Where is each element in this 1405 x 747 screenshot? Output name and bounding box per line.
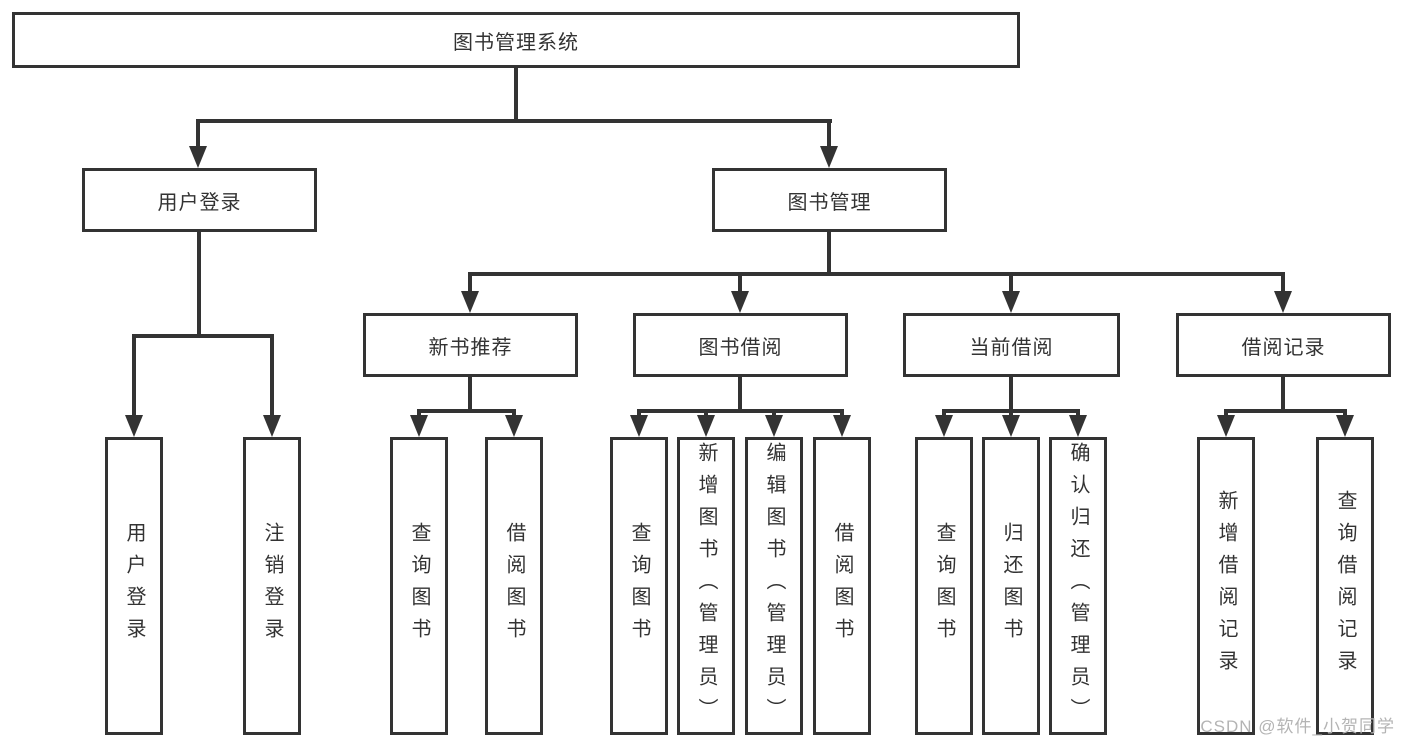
node-current-borrow: 当前借阅 <box>903 313 1120 377</box>
node-book-borrow: 图书借阅 <box>633 313 848 377</box>
arrowhead-down-icon <box>410 415 428 437</box>
node-leaf-query-borrow-record: 查询借阅记录 <box>1316 437 1374 735</box>
arrowhead-down-icon <box>189 146 207 168</box>
node-leaf-borrow-books: 借阅图书 <box>485 437 543 735</box>
arrowhead-down-icon <box>833 415 851 437</box>
arrowhead-down-icon <box>125 415 143 437</box>
leaf-label: 借阅图书 <box>831 522 853 650</box>
node-borrow-records-label: 借阅记录 <box>1241 336 1326 359</box>
arrowhead-down-icon <box>263 415 281 437</box>
leaf-label: 查询图书 <box>628 522 650 650</box>
connector-recommend-horizontal <box>417 409 516 413</box>
arrowhead-down-icon <box>765 415 783 437</box>
arrowhead-down-icon <box>731 291 749 313</box>
connector-borrow-vertical <box>738 377 742 413</box>
leaf-label: 确认归还（管理员） <box>1067 442 1089 730</box>
node-book-management-label: 图书管理 <box>787 191 872 214</box>
connector-userlogin-vertical <box>197 232 201 338</box>
node-user-login-label: 用户登录 <box>157 191 242 214</box>
connector-level3-horizontal <box>468 272 1285 276</box>
connector-trunk-vertical <box>514 68 518 123</box>
arrowhead-down-icon <box>1336 415 1354 437</box>
node-leaf-add-borrow-record: 新增借阅记录 <box>1197 437 1255 735</box>
connector-stub <box>1281 272 1285 298</box>
node-leaf-logout: 注销登录 <box>243 437 301 735</box>
node-book-management: 图书管理 <box>712 168 947 232</box>
connector-current-vertical <box>1009 377 1013 413</box>
node-leaf-add-books-admin: 新增图书（管理员） <box>677 437 735 735</box>
node-new-book-recommend-label: 新书推荐 <box>428 336 513 359</box>
connector-stub <box>772 409 776 420</box>
connector-stub <box>827 119 831 153</box>
arrowhead-down-icon <box>505 415 523 437</box>
connector-stub <box>1076 409 1080 420</box>
connector-stub <box>132 334 136 420</box>
connector-stub <box>704 409 708 420</box>
leaf-label: 借阅图书 <box>503 522 525 650</box>
connector-stub <box>738 272 742 298</box>
arrowhead-down-icon <box>1274 291 1292 313</box>
connector-stub <box>637 409 641 420</box>
arrowhead-down-icon <box>1217 415 1235 437</box>
node-root-system: 图书管理系统 <box>12 12 1020 68</box>
connector-borrow-horizontal <box>637 409 844 413</box>
node-leaf-edit-books-admin: 编辑图书（管理员） <box>745 437 803 735</box>
node-root-label: 图书管理系统 <box>453 31 579 54</box>
connector-stub <box>417 409 421 420</box>
node-user-login: 用户登录 <box>82 168 317 232</box>
arrowhead-down-icon <box>1002 415 1020 437</box>
arrowhead-down-icon <box>1002 291 1020 313</box>
connector-stub <box>1009 272 1013 298</box>
leaf-label: 用户登录 <box>123 522 145 650</box>
connector-records-vertical <box>1281 377 1285 413</box>
connector-stub <box>512 409 516 420</box>
leaf-label: 编辑图书（管理员） <box>763 442 785 730</box>
arrowhead-down-icon <box>820 146 838 168</box>
node-leaf-borrow-books-2: 借阅图书 <box>813 437 871 735</box>
connector-stub <box>196 119 200 153</box>
connector-stub <box>270 334 274 420</box>
leaf-label: 查询借阅记录 <box>1334 490 1356 682</box>
connector-userlogin-horizontal <box>132 334 274 338</box>
node-leaf-user-login: 用户登录 <box>105 437 163 735</box>
leaf-label: 查询图书 <box>408 522 430 650</box>
leaf-label: 注销登录 <box>261 522 283 650</box>
node-leaf-query-books-3: 查询图书 <box>915 437 973 735</box>
node-leaf-return-books: 归还图书 <box>982 437 1040 735</box>
node-book-borrow-label: 图书借阅 <box>698 336 783 359</box>
connector-recommend-vertical <box>468 377 472 413</box>
node-leaf-confirm-return-admin: 确认归还（管理员） <box>1049 437 1107 735</box>
leaf-label: 归还图书 <box>1000 522 1022 650</box>
connector-stub <box>1224 409 1228 420</box>
arrowhead-down-icon <box>630 415 648 437</box>
node-new-book-recommend: 新书推荐 <box>363 313 578 377</box>
arrowhead-down-icon <box>697 415 715 437</box>
arrowhead-down-icon <box>935 415 953 437</box>
arrowhead-down-icon <box>461 291 479 313</box>
node-borrow-records: 借阅记录 <box>1176 313 1391 377</box>
leaf-label: 查询图书 <box>933 522 955 650</box>
connector-stub <box>942 409 946 420</box>
leaf-label: 新增借阅记录 <box>1215 490 1237 682</box>
node-leaf-query-books: 查询图书 <box>390 437 448 735</box>
connector-stub <box>468 272 472 298</box>
connector-level2-horizontal <box>196 119 832 123</box>
connector-stub <box>1343 409 1347 420</box>
connector-records-horizontal <box>1224 409 1346 413</box>
leaf-label: 新增图书（管理员） <box>695 442 717 730</box>
arrowhead-down-icon <box>1069 415 1087 437</box>
connector-stub <box>840 409 844 420</box>
connector-stub <box>1009 409 1013 420</box>
node-current-borrow-label: 当前借阅 <box>969 336 1054 359</box>
connector-bookmgmt-vertical <box>827 232 831 275</box>
node-leaf-query-books-2: 查询图书 <box>610 437 668 735</box>
csdn-watermark: CSDN @软件_小贺同学 <box>1200 717 1395 736</box>
